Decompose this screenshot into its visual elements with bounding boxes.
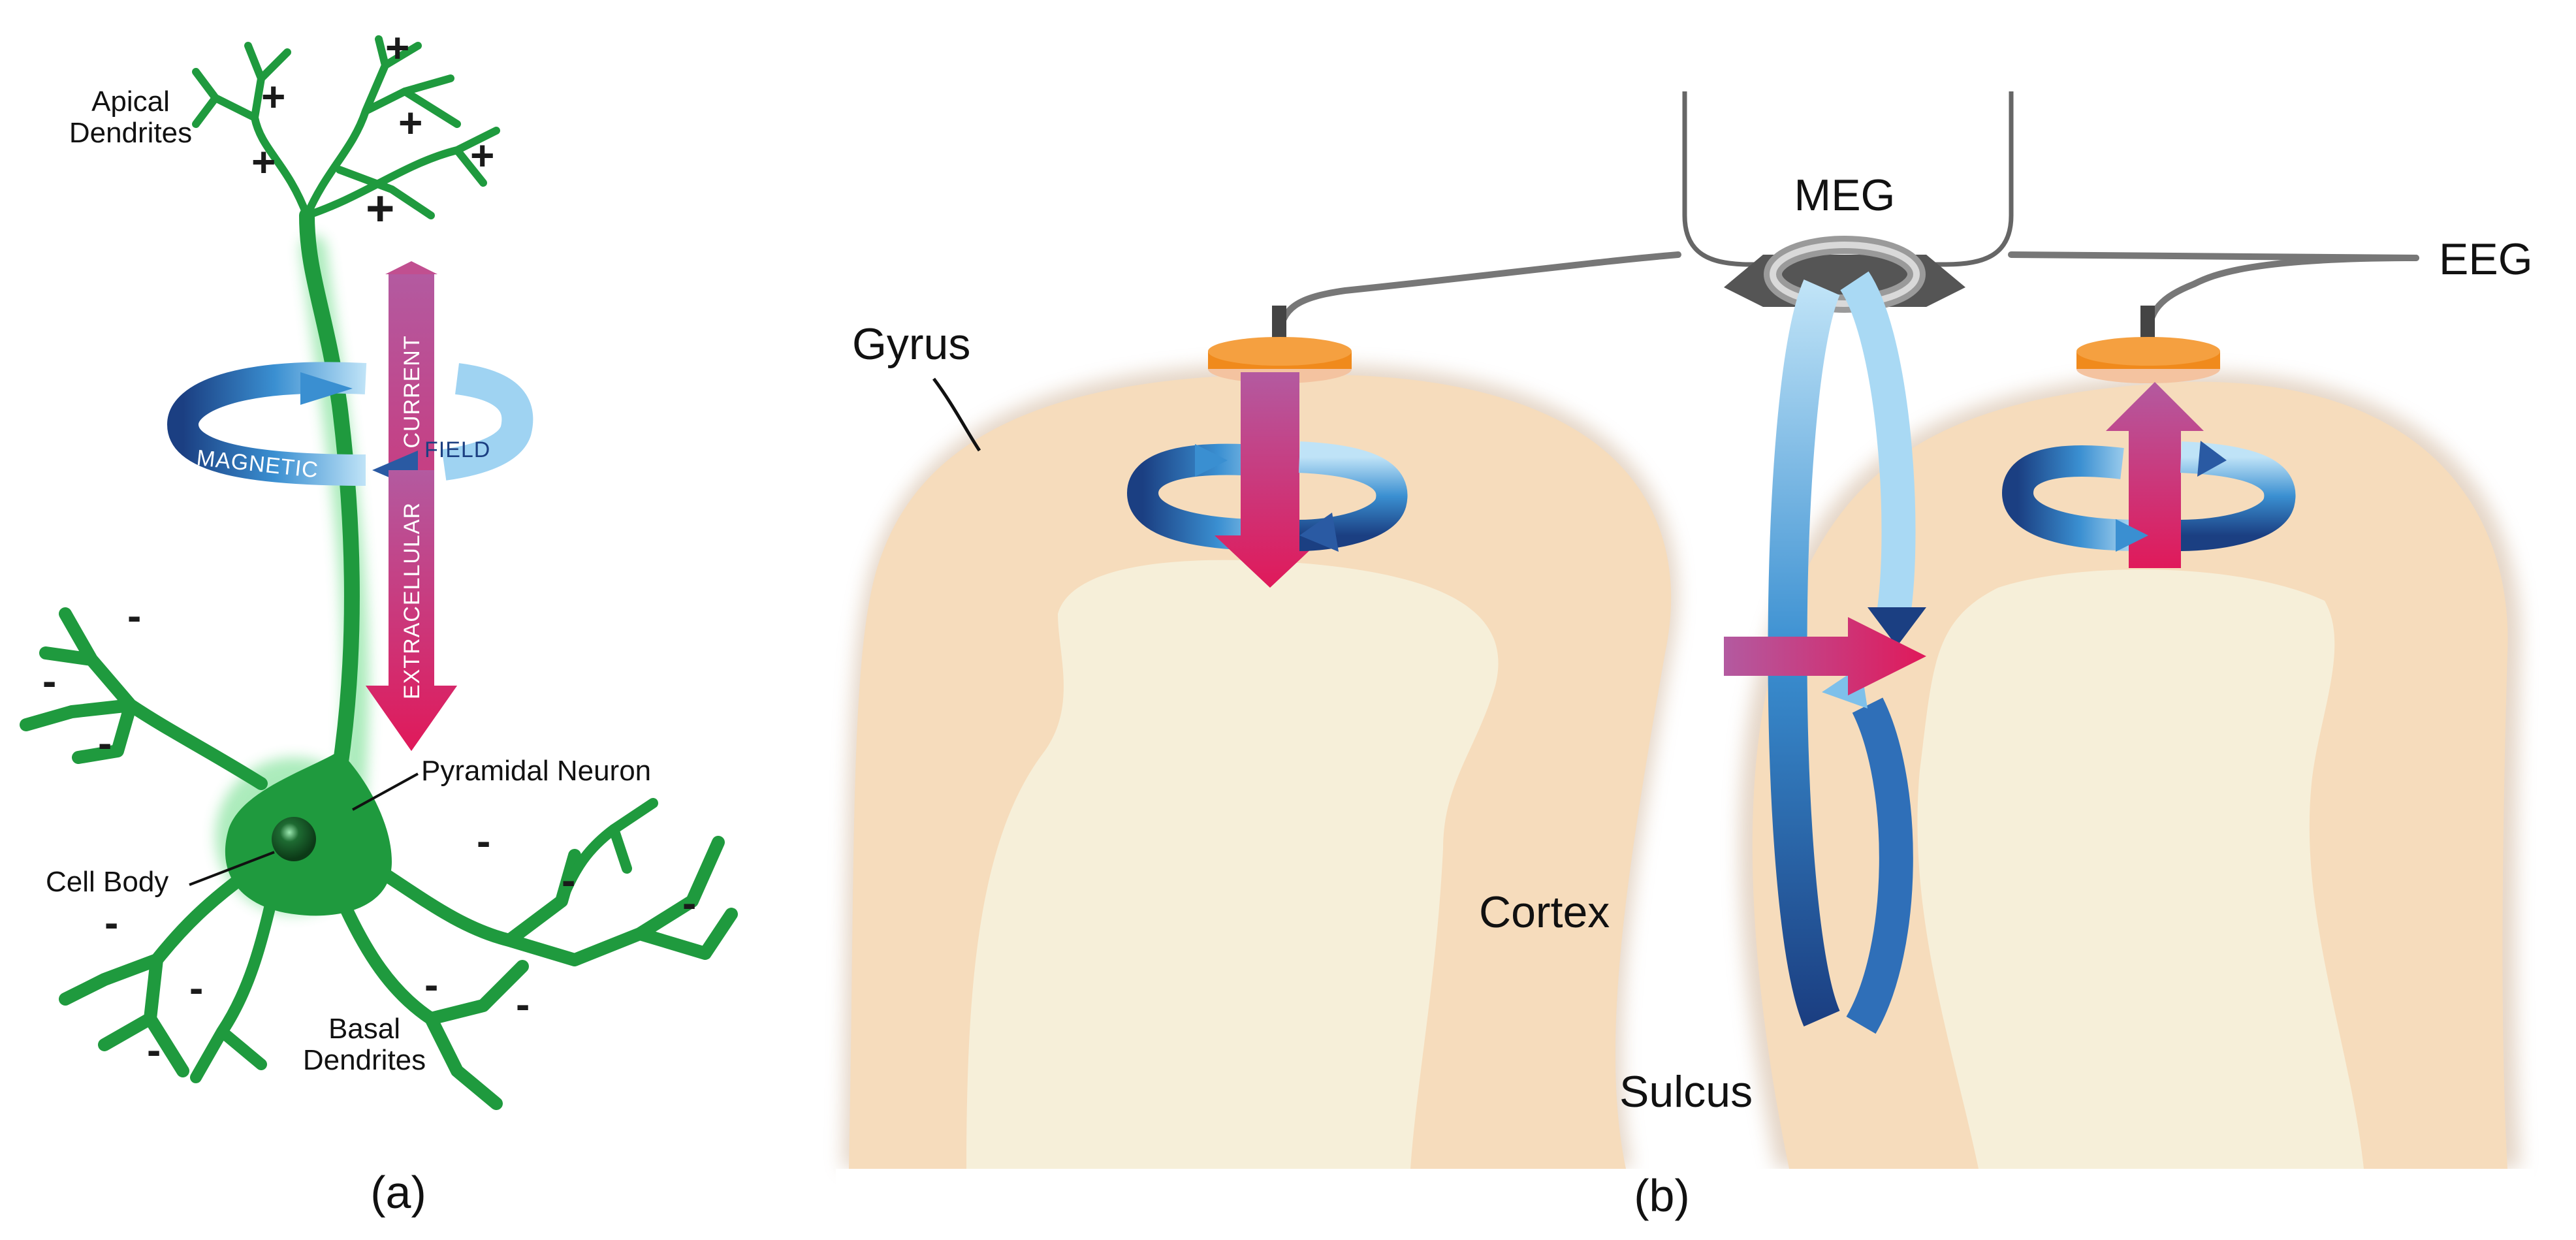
svg-text:+: + (398, 99, 422, 146)
svg-text:-: - (189, 964, 203, 1011)
basal-dendrites-label-line1: Basal (328, 1013, 400, 1045)
left-dipole-field (1126, 372, 1408, 588)
svg-text:-: - (562, 857, 575, 904)
apical-plus-signs: + + + + + + (251, 24, 494, 236)
svg-text:+: + (366, 181, 394, 236)
svg-text:+: + (261, 73, 285, 120)
cell-body-label: Cell Body (46, 866, 168, 898)
field-label: FIELD (424, 437, 490, 462)
svg-text:-: - (104, 899, 118, 946)
svg-text:-: - (424, 961, 438, 1008)
pyramidal-neuron-leader (352, 772, 419, 811)
panel-a-tag: (a) (370, 1167, 426, 1218)
sulcal-current-arrow (1724, 617, 1926, 695)
svg-text:-: - (98, 720, 112, 767)
current-arrow-front (366, 470, 457, 751)
gyrus-label: Gyrus (852, 319, 970, 369)
right-eeg-wire (2145, 255, 2419, 343)
svg-text:-: - (682, 880, 696, 927)
meg-label: MEG (1794, 170, 1896, 220)
meg-eeg-wire (2008, 251, 2419, 261)
nucleus (272, 817, 316, 861)
gyrus-leader (932, 377, 981, 452)
right-white-matter (1917, 569, 2364, 1169)
panel-b-cortex-diagram: MEG EEG (836, 91, 2534, 1240)
cell-body-leader (189, 851, 275, 886)
pyramidal-neuron-shape (20, 35, 738, 1110)
svg-text:-: - (42, 658, 56, 705)
basal-minus-signs: - - - - - - - - - - - (42, 592, 696, 1073)
left-eeg-wire (1277, 251, 1681, 343)
svg-text:+: + (385, 24, 409, 71)
current-label: CURRENT (400, 335, 424, 448)
pyramidal-neuron-label: Pyramidal Neuron (421, 755, 651, 787)
svg-text:-: - (147, 1026, 161, 1073)
right-eeg-electrode (2076, 306, 2220, 383)
right-dipole-field (2001, 382, 2296, 568)
apical-dendrites-label-line2: Dendrites (69, 117, 192, 149)
panel-a-neuron-diagram: CURRENT EXTRACELLULAR MAGNETIC FIELD + +… (20, 24, 738, 1218)
meg-sensor-loop (1724, 236, 1965, 313)
sulcus-label: Sulcus (1619, 1067, 1753, 1117)
svg-text:-: - (477, 818, 490, 865)
left-white-matter (966, 560, 1499, 1169)
svg-text:+: + (470, 132, 494, 179)
svg-text:-: - (516, 981, 530, 1028)
panel-b-tag: (b) (1634, 1170, 1690, 1221)
bottom-fade (836, 1169, 2534, 1240)
left-eeg-electrode (1208, 306, 1352, 383)
cortex-label: Cortex (1479, 887, 1610, 937)
basal-dendrites-label-line2: Dendrites (303, 1044, 426, 1076)
svg-text:-: - (127, 592, 141, 639)
apical-dendrites-label-line1: Apical (91, 86, 170, 118)
extracellular-label: EXTRACELLULAR (400, 502, 424, 699)
eeg-label: EEG (2439, 234, 2533, 284)
svg-text:+: + (251, 138, 276, 185)
